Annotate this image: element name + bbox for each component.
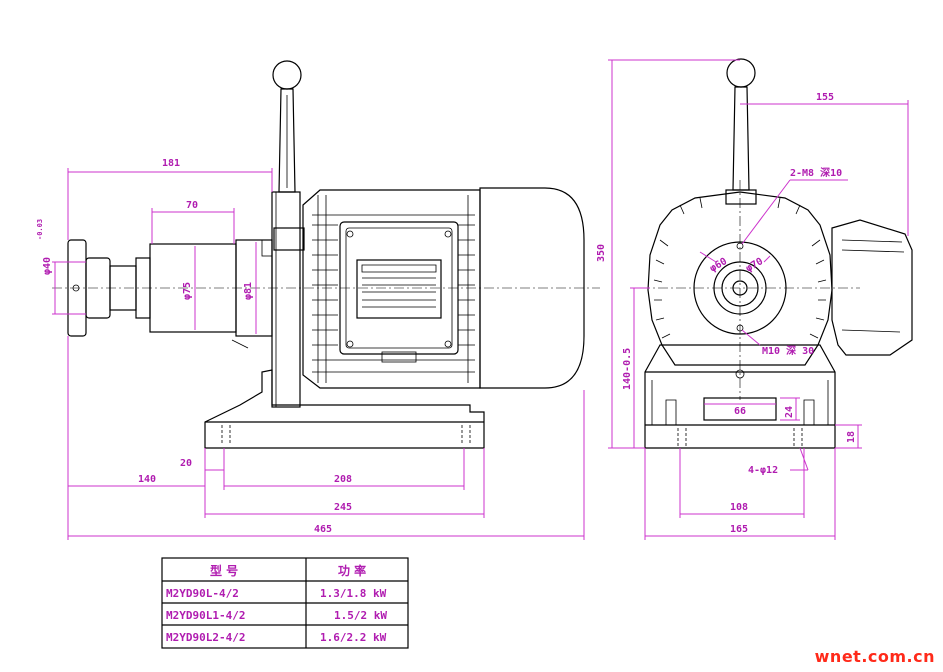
dim-140: 140 <box>138 474 156 485</box>
table-row-2-power: 1.5/2 kW <box>334 609 387 622</box>
motor-body <box>302 189 481 389</box>
flange-phi60 <box>721 269 759 307</box>
table-row-1-model: M2YD90L-4/2 <box>166 587 239 600</box>
front-dimensions <box>52 168 585 540</box>
nameplate <box>356 259 442 319</box>
dim-phi40: φ40 <box>42 257 53 275</box>
dim-holes-top: 2-M8 深10 <box>790 166 842 179</box>
side-terminal-box <box>831 219 913 356</box>
table-header-power: 功 率 <box>338 563 366 578</box>
dim-18: 18 <box>846 431 857 443</box>
front-dimension-labels: 181 70 φ40 -0.03 φ75 φ81 140 20 208 245 … <box>36 158 352 535</box>
side-housing <box>647 191 833 366</box>
dim-245: 245 <box>334 502 352 513</box>
dim-24: 24 <box>784 406 795 418</box>
dim-350: 350 <box>596 244 607 262</box>
lever-handle <box>272 60 305 251</box>
shaft-assembly <box>67 239 273 349</box>
flange-phi70 <box>713 261 767 315</box>
dim-phi70: φ70 <box>744 256 765 275</box>
table-row-1-power: 1.3/1.8 kW <box>320 587 387 600</box>
table-row-3-power: 1.6/2.2 kW <box>320 631 387 644</box>
dim-70: 70 <box>186 200 198 211</box>
flange-outer <box>693 241 787 335</box>
table-row-3-model: M2YD90L2-4/2 <box>166 631 245 644</box>
dim-208: 208 <box>334 474 352 485</box>
dim-phi81: φ81 <box>243 282 254 300</box>
side-dimensions <box>608 59 909 540</box>
shaft <box>732 280 748 296</box>
dim-20: 20 <box>180 458 192 469</box>
base-plate <box>204 369 485 449</box>
spec-table: 型 号 功 率 M2YD90L-4/2 1.3/1.8 kW M2YD90L1-… <box>161 557 409 649</box>
dim-108: 108 <box>730 502 748 513</box>
dim-465: 465 <box>314 524 332 535</box>
dim-phi75: φ75 <box>182 282 193 300</box>
dim-155: 155 <box>816 92 834 103</box>
dim-66: 66 <box>734 406 746 417</box>
dim-feet-holes: 4-φ12 <box>748 465 778 476</box>
side-view: 155 350 2-M8 深10 φ60 φ70 M10 深 30 140-0.… <box>596 58 913 540</box>
dim-140-height: 140-0.5 <box>622 348 633 390</box>
dim-holes-bottom: M10 深 30 <box>762 344 814 357</box>
watermark: wnet.com.cn <box>814 647 935 666</box>
dim-165: 165 <box>730 524 748 535</box>
table-header-model: 型 号 <box>210 563 238 578</box>
side-lever <box>725 58 757 205</box>
dim-phi40-tolerance: -0.03 <box>36 219 44 240</box>
dim-181: 181 <box>162 158 180 169</box>
front-view: 181 70 φ40 -0.03 φ75 φ81 140 20 208 245 … <box>36 60 600 540</box>
fan-cover <box>479 187 585 389</box>
table-row-2-model: M2YD90L1-4/2 <box>166 609 245 622</box>
side-dimension-labels: 155 350 2-M8 深10 φ60 φ70 M10 深 30 140-0.… <box>596 92 857 535</box>
